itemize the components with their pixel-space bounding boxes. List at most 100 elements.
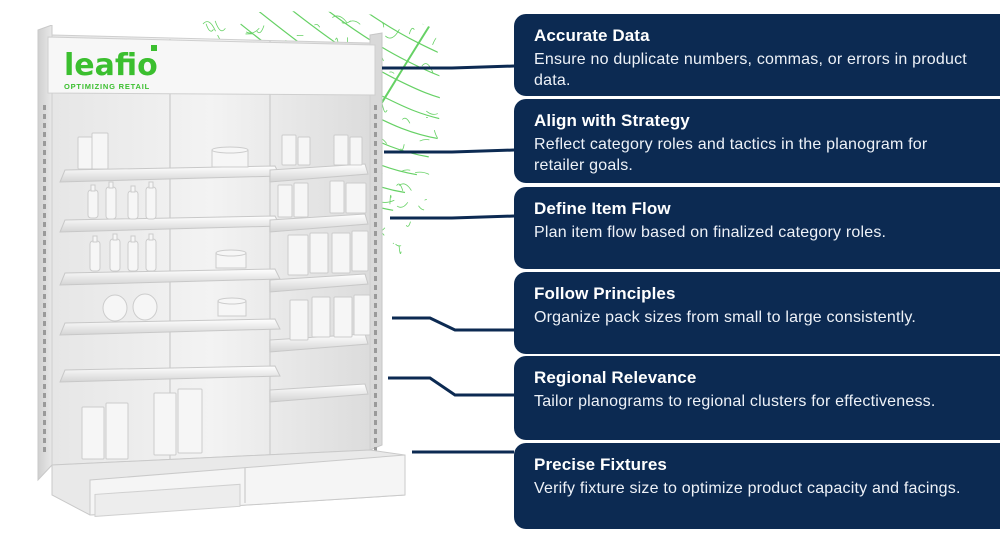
upright-slot	[374, 375, 377, 380]
upright-slot	[374, 150, 377, 155]
upright-slot	[374, 168, 377, 173]
card-description: Ensure no duplicate numbers, commas, or …	[534, 51, 967, 89]
product-round-case	[102, 294, 128, 322]
upright-slot	[374, 159, 377, 164]
upright-slot	[374, 258, 377, 263]
leaf-mesh	[396, 183, 404, 191]
leaf-mesh	[385, 29, 400, 39]
leaf-mesh	[426, 305, 435, 316]
product-box	[81, 406, 105, 460]
card-title: Precise Fixtures	[534, 455, 667, 474]
product-bottle	[145, 186, 157, 220]
product-box	[331, 232, 351, 274]
upright-slot	[43, 159, 46, 164]
upright-slot	[43, 447, 46, 452]
card-title: Define Item Flow	[534, 199, 671, 218]
callout-card-regional-relevance: Regional Relevance Tailor planograms to …	[514, 356, 1000, 440]
product-box	[105, 402, 129, 460]
upright-slot	[374, 132, 377, 137]
leaf-vein	[299, 11, 431, 26]
upright-slot	[374, 330, 377, 335]
leaf-mesh	[332, 15, 348, 23]
product-box	[351, 230, 369, 272]
upright-slot	[43, 267, 46, 272]
product-box	[329, 180, 345, 214]
product-bottle-cap	[108, 181, 114, 189]
product-box	[333, 134, 349, 166]
upright-slot	[374, 303, 377, 308]
leaf-mesh	[419, 277, 428, 282]
right-shelf	[269, 163, 369, 183]
upright-slot	[43, 429, 46, 434]
upright-slot	[43, 321, 46, 326]
upright-slot	[43, 294, 46, 299]
product-box	[345, 182, 367, 214]
product-box	[289, 299, 309, 341]
upright-slot	[43, 150, 46, 155]
product-box	[77, 136, 93, 170]
left-shelf	[59, 365, 281, 383]
upright-slot	[374, 429, 377, 434]
leaf-mesh	[401, 169, 411, 172]
upright-slot	[43, 303, 46, 308]
leaf-mesh	[422, 21, 435, 25]
product-bottle-cap	[90, 184, 96, 192]
product-box	[309, 232, 329, 274]
upright-slot	[43, 168, 46, 173]
upright-slot	[374, 249, 377, 254]
upright-slot	[374, 141, 377, 146]
leaf-mesh	[392, 242, 395, 244]
upright-slot	[374, 366, 377, 371]
upright-slot	[43, 123, 46, 128]
upright-slot	[43, 285, 46, 290]
product-box	[353, 294, 371, 336]
card-title: Regional Relevance	[534, 368, 697, 387]
upright-slot	[43, 312, 46, 317]
upright-slot	[374, 114, 377, 119]
upright-slot	[374, 294, 377, 299]
leaf-mesh	[381, 103, 388, 113]
upright-slot	[43, 330, 46, 335]
leaf-mesh	[245, 27, 260, 34]
leaf-mesh	[437, 147, 440, 151]
leaf-mesh	[202, 21, 216, 32]
leaf-mesh	[389, 194, 392, 205]
card-description: Reflect category roles and tactics in th…	[534, 136, 928, 174]
upright-slot	[374, 321, 377, 326]
upright-slot	[43, 141, 46, 146]
upright-slot	[374, 177, 377, 182]
product-bottle	[145, 238, 157, 272]
product-box	[153, 392, 177, 456]
upright-slot	[43, 231, 46, 236]
callout-card-align-with-strategy: Align with Strategy Reflect category rol…	[514, 99, 1000, 183]
logo-wordmark: leafio	[64, 48, 158, 83]
upright-slot	[43, 393, 46, 398]
upright-slot	[43, 249, 46, 254]
upright-slot	[43, 375, 46, 380]
card-title: Accurate Data	[534, 26, 650, 45]
product-bottle-cap	[148, 181, 154, 189]
product-bottle	[127, 190, 139, 220]
leaf-mesh	[396, 202, 409, 208]
leaf-mesh	[348, 20, 361, 25]
logo-tagline: OPTIMIZING RETAIL	[64, 82, 150, 91]
product-box	[91, 132, 109, 170]
product-box	[297, 136, 311, 166]
upright-slot	[43, 195, 46, 200]
product-box	[277, 184, 293, 218]
upright-slot	[43, 222, 46, 227]
leafio-logo: leafio OPTIMIZING RETAIL	[64, 45, 158, 91]
product-bottle-cap	[112, 233, 118, 241]
upright-slot	[374, 384, 377, 389]
upright-slot	[374, 285, 377, 290]
product-box	[281, 134, 297, 166]
callout-card-follow-principles: Follow Principles Organize pack sizes fr…	[514, 272, 1000, 354]
upright-slot	[43, 132, 46, 137]
upright-slot	[43, 186, 46, 191]
right-shelf	[269, 383, 369, 403]
upright-slot	[43, 384, 46, 389]
leaf-vein	[394, 77, 440, 105]
upright-slot	[374, 339, 377, 344]
leaf-vein	[405, 60, 440, 87]
